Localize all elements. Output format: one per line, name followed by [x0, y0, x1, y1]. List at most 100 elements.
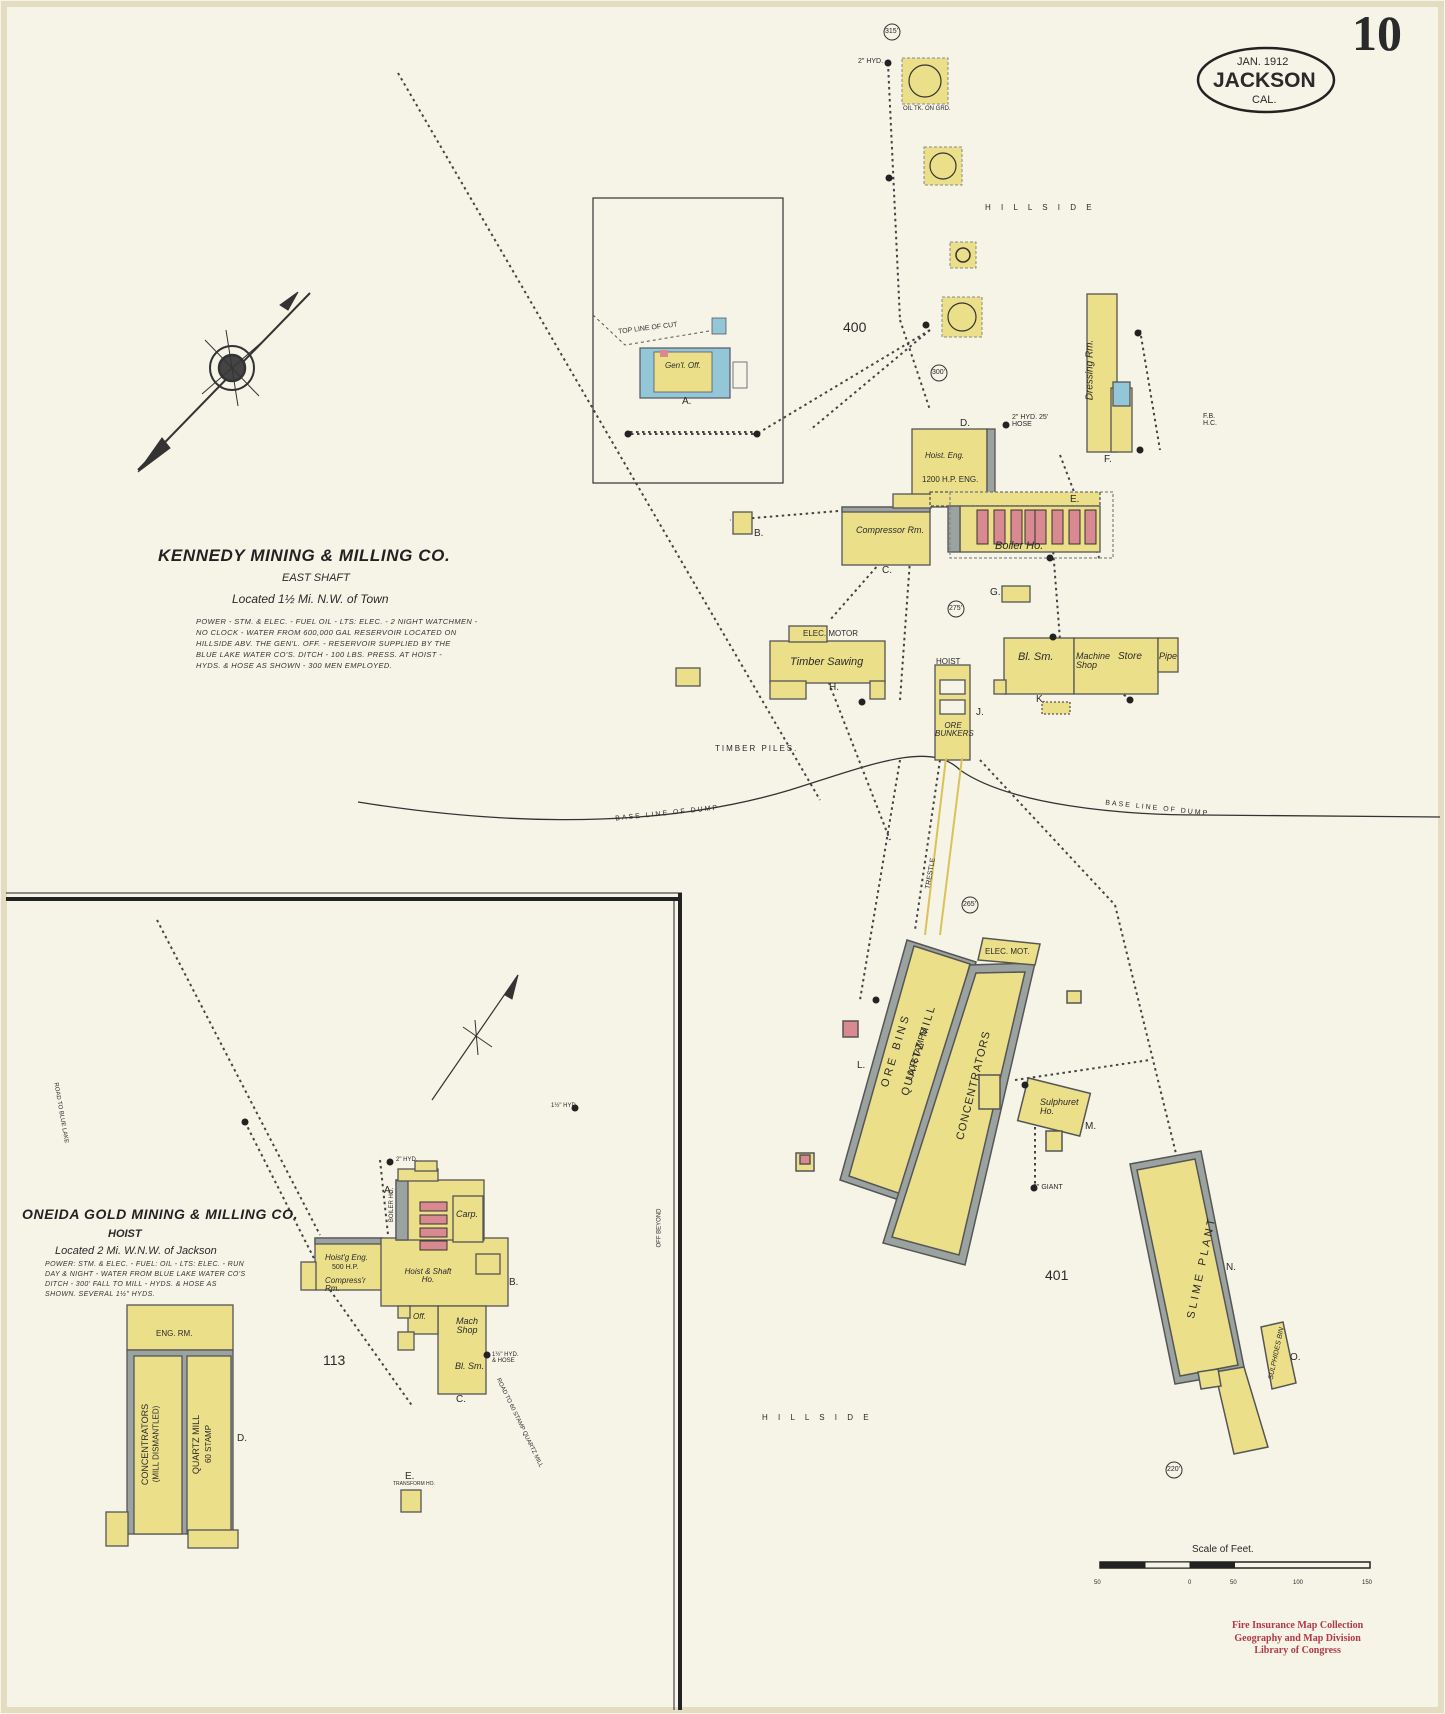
letter-o: O.	[1290, 1352, 1301, 1363]
elevation-markers	[883, 23, 1183, 1479]
kennedy-note-line: POWER - STM. & ELEC. - FUEL OIL - LTS: E…	[196, 617, 478, 626]
trestle	[924, 757, 963, 936]
giant-label: 2" GIANT	[1033, 1184, 1063, 1191]
block-number-400: 400	[843, 319, 867, 335]
scale-tick: 50	[1094, 1580, 1101, 1586]
elevation-315: 315'	[885, 28, 899, 35]
elevation-300: 300'	[932, 369, 946, 376]
scale-tick: 0	[1188, 1580, 1192, 1586]
scale-tick: 150	[1362, 1580, 1373, 1586]
label-compressor: Compressor Rm.	[855, 525, 924, 535]
letter-n: N.	[1226, 1262, 1236, 1273]
kennedy-note-line: BLUE LAKE WATER CO'S. DITCH - 100 LBS. P…	[196, 649, 443, 659]
cartouche-town: JACKSON	[1213, 69, 1316, 92]
oneida-location: Located 2 Mi. W.N.W. of Jackson	[55, 1245, 217, 1257]
scale-tick: 100	[1293, 1580, 1304, 1586]
north-arrow-kennedy	[137, 291, 311, 473]
oneida-label-office: Off.	[413, 1312, 426, 1321]
label-hoist: HOIST	[936, 657, 961, 666]
oneida-letter-e: E.	[405, 1471, 415, 1482]
oneida-letter-a: A.	[384, 1185, 394, 1196]
oneida-hydrant-2: 2" HYD.	[396, 1157, 418, 1163]
label-ore-bunkers: ORE BUNKERS	[935, 721, 974, 738]
kennedy-buildings	[675, 293, 1179, 761]
label-timber-sawing: Timber Sawing	[790, 656, 864, 668]
oneida-label-mill-dismantled: (MILL DISMANTLED)	[151, 1405, 161, 1483]
oneida-boilers	[419, 1201, 448, 1251]
label-boiler-house: Boiler Ho.	[995, 540, 1044, 552]
kennedy-subtitle: EAST SHAFT	[282, 572, 350, 584]
timber-piles-label: TIMBER PILES.	[715, 744, 799, 753]
hillside-label-bottom: H I L L S I D E	[762, 1413, 873, 1422]
label-sulphuret-house: Sulphuret Ho.	[1040, 1097, 1079, 1116]
scale-tick: 50	[1230, 1580, 1237, 1586]
boiler-units	[976, 509, 1097, 545]
oneida-label-concentrators: CONCENTRATORS	[140, 1403, 151, 1486]
oneida-label-carp: Carp.	[456, 1209, 479, 1219]
mill-buildings	[795, 937, 1297, 1455]
oneida-note-line: SHOWN. SEVERAL 1½" HYDS.	[45, 1291, 155, 1299]
hydrant-label: 2" HYD.	[858, 58, 884, 65]
kennedy-note-line: HILLSIDE ABV. THE GEN'L. OFF. - RESERVOI…	[196, 638, 451, 648]
oneida-hydrant-hose: 1½" HYD. & HOSE	[492, 1352, 519, 1364]
oneida-label-quartz-mill: QUARTZ MILL	[191, 1414, 202, 1475]
label-blacksmith: Bl. Sm.	[1018, 651, 1054, 663]
inset-frame	[6, 892, 682, 1710]
label-elec-motor: ELEC. MOTOR	[803, 629, 858, 638]
label-hoist-engine: Hoist. Eng.	[925, 451, 965, 460]
stamp-line: Library of Congress	[1254, 1645, 1341, 1656]
scale-title: Scale of Feet.	[1192, 1544, 1254, 1555]
label-hoist-hp: 1200 H.P. ENG.	[922, 475, 979, 484]
label-store: Store	[1118, 651, 1142, 662]
oneida-label-mach-shop: Mach Shop	[455, 1316, 478, 1335]
hillside-label-top: H I L L S I D E	[985, 203, 1096, 212]
fire-hc-label: F.B. H.C.	[1203, 413, 1217, 427]
label-dressing-room: Dressing Rm.	[1084, 339, 1096, 401]
letter-g: G.	[990, 587, 1001, 598]
oil-tanks	[901, 57, 983, 338]
water-pipes	[397, 62, 1181, 1190]
letter-f: F.	[1104, 454, 1112, 465]
letter-k: K.	[1036, 694, 1046, 705]
hydrant-markers	[624, 59, 1144, 1192]
oneida-note-line: DITCH - 300' FALL TO MILL - HYDS. & HOSE…	[45, 1281, 217, 1289]
stamp-line: Geography and Map Division	[1234, 1632, 1361, 1644]
elevation-275: 275'	[949, 605, 963, 612]
kennedy-notes: POWER - STM. & ELEC. - FUEL OIL - LTS: E…	[196, 617, 478, 671]
label-machine-shop: Machine Shop	[1076, 651, 1111, 670]
oneida-label-hoist-hp: 500 H.P.	[332, 1264, 359, 1271]
north-arrow-oneida	[431, 974, 519, 1101]
cartouche-state: CAL.	[1252, 94, 1277, 106]
kennedy-location: Located 1½ Mi. N.W. of Town	[232, 592, 389, 606]
office-yard-fence	[592, 197, 784, 484]
kennedy-company-title: KENNEDY MINING & MILLING CO.	[158, 546, 451, 565]
oneida-letter-d: D.	[237, 1433, 247, 1444]
letter-m: M.	[1085, 1121, 1097, 1132]
library-of-congress-stamp: Fire Insurance Map Collection Geography …	[1232, 1620, 1363, 1658]
oneida-hydrants	[241, 1104, 579, 1359]
letter-c: C.	[882, 565, 892, 576]
kennedy-note-line: HYDS. & HOSE AS SHOWN - 300 MEN EMPLOYED…	[196, 660, 393, 670]
elevation-220: 220'	[1167, 1466, 1181, 1473]
oneida-letter-b: B.	[509, 1277, 519, 1288]
letter-e: E.	[1070, 494, 1080, 505]
oneida-hydrant-12: 1½" HYD.	[551, 1103, 578, 1109]
oneida-label-eng-rm: ENG. RM.	[156, 1329, 193, 1338]
letter-d: D.	[960, 418, 970, 429]
label-pipe: Pipe	[1159, 651, 1178, 661]
scale-bar	[1099, 1561, 1371, 1569]
oneida-label-hoist-shaft: Hoist & Shaft Ho.	[404, 1267, 452, 1284]
oneida-note-line: DAY & NIGHT - WATER FROM BLUE LAKE WATER…	[45, 1271, 246, 1279]
oneida-label-bl-sm: Bl. Sm.	[455, 1361, 485, 1371]
block-number-113: 113	[323, 1352, 346, 1368]
oneida-label-transformer: TRANSFORM HO.	[393, 1481, 435, 1487]
oneida-notes: POWER: STM. & ELEC. - FUEL: OIL - LTS: E…	[45, 1260, 246, 1301]
letter-b: B.	[754, 528, 764, 539]
oil-tank-label: OIL TK. ON GRD.	[903, 106, 951, 112]
oneida-label-60-stamp: 60 STAMP	[204, 1424, 214, 1464]
oneida-letter-c: C.	[456, 1394, 466, 1405]
elevation-265: 265'	[963, 901, 977, 908]
